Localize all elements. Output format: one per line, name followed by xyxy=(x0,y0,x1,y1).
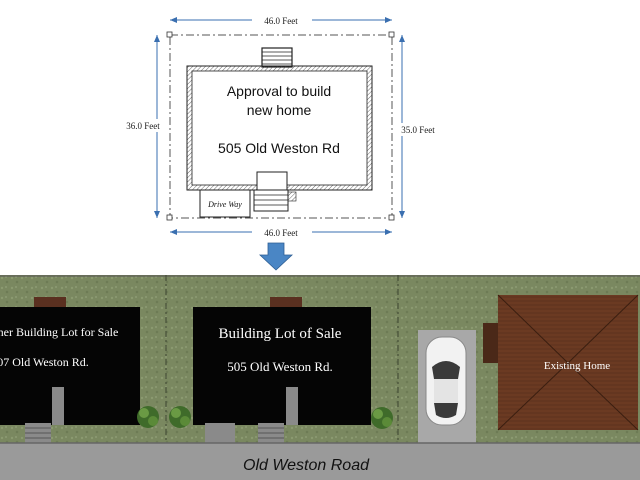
bottom-width-label: 46.0 Feet xyxy=(264,228,298,238)
lot-corner-br xyxy=(388,214,395,221)
front-porch xyxy=(256,171,288,191)
right-dimension-arrow-top xyxy=(399,35,405,42)
plan-address: 505 Old Weston Rd xyxy=(218,140,340,156)
bush-2 xyxy=(169,406,191,428)
lot-corner-tl xyxy=(166,31,173,38)
existing-home-roof xyxy=(497,294,639,431)
road xyxy=(0,443,640,480)
bottom-dimension-arrow-right xyxy=(385,229,392,235)
center-lot-house xyxy=(193,307,371,425)
driveway-box xyxy=(199,189,251,218)
left-lot-title: Other Building Lot for Sale xyxy=(0,325,118,339)
center-lot-title: Building Lot of Sale xyxy=(219,326,342,342)
right-dimension-arrow-bottom xyxy=(399,211,405,218)
left-lot-chimney xyxy=(34,297,66,307)
top-width-label: 46.0 Feet xyxy=(264,16,298,26)
road-name: Old Weston Road xyxy=(243,457,370,474)
top-dimension-arrow-right xyxy=(385,17,392,23)
front-stairs xyxy=(253,189,289,212)
floor-plan-drawing: 46.0 Feet 46.0 Feet 36.0 Feet 35.0 Feet … xyxy=(126,16,436,271)
left-depth-label: 36.0 Feet xyxy=(126,121,160,131)
lot-corner-bl xyxy=(166,214,173,221)
house-footprint-interior xyxy=(191,70,368,186)
approval-text-line1: Approval to build xyxy=(227,83,331,99)
down-arrow-icon xyxy=(258,242,294,271)
bottom-dimension-arrow-left xyxy=(170,229,177,235)
right-depth-label: 35.0 Feet xyxy=(401,125,435,135)
bush-1 xyxy=(137,406,159,428)
left-lot-house xyxy=(0,307,140,425)
lot-boundary xyxy=(169,34,393,219)
bush-3 xyxy=(371,407,393,429)
top-dimension-arrow-left xyxy=(170,17,177,23)
driveway-label: Drive Way xyxy=(207,200,242,209)
lot-corner-tr xyxy=(388,31,395,38)
approval-text-line2: new home xyxy=(247,102,312,118)
existing-home-label: Existing Home xyxy=(544,360,610,372)
left-dimension-arrow-top xyxy=(154,35,160,42)
car-icon xyxy=(425,336,467,426)
center-lot-chimney xyxy=(270,297,302,307)
left-lot-address: 507 Old Weston Rd. xyxy=(0,355,89,369)
center-lot-address: 505 Old Weston Rd. xyxy=(227,359,333,374)
left-dimension-arrow-bottom xyxy=(154,211,160,218)
site-plan: Other Building Lot for Sale 507 Old West… xyxy=(0,275,640,480)
